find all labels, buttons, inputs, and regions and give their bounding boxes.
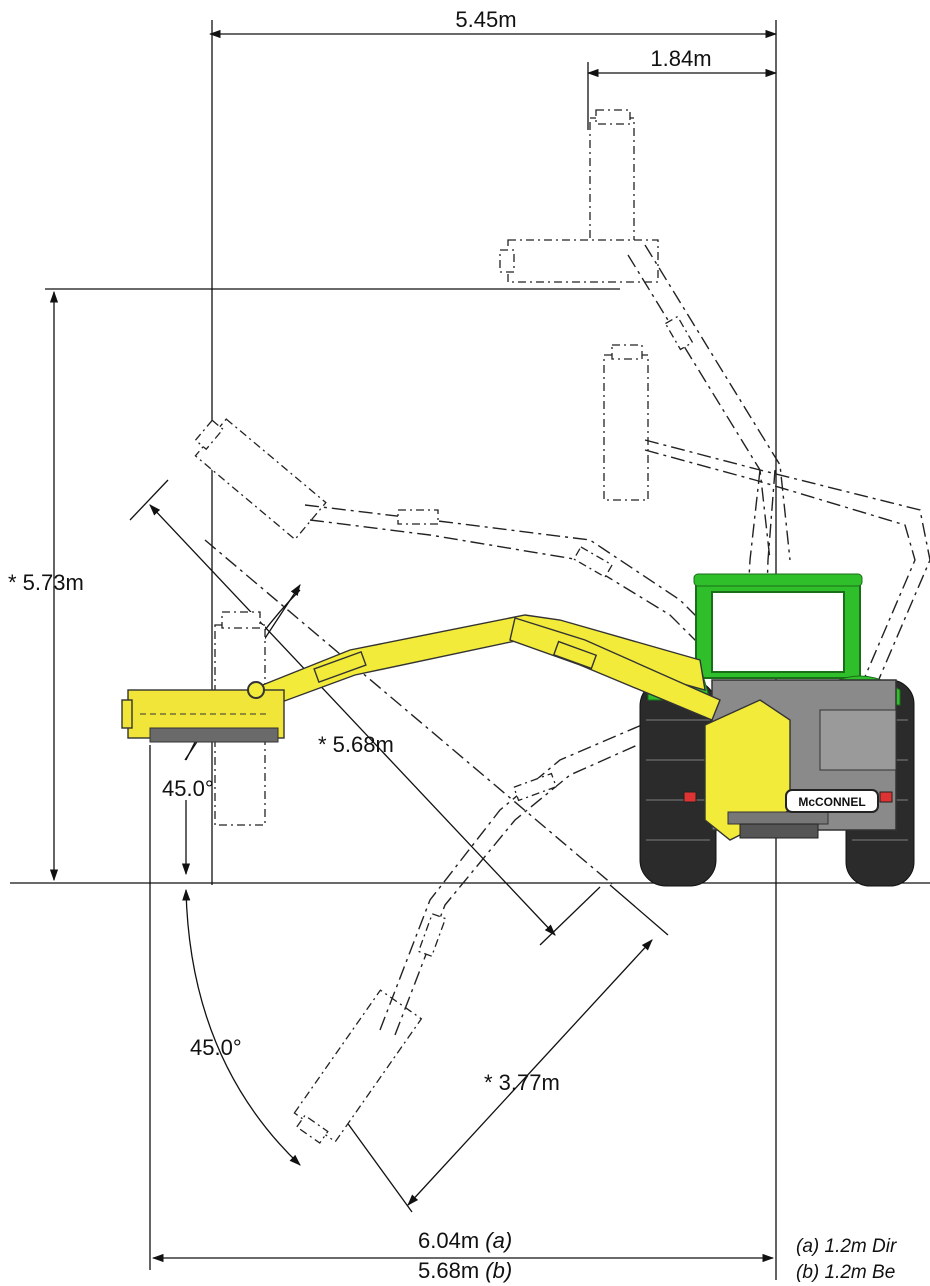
dimension-labels: 5.45m 1.84m * 5.73m * 5.68m 45.0° 45.0° …	[8, 7, 897, 1283]
yellow-arm	[121, 614, 721, 743]
brand-logo: McCONNEL	[798, 795, 865, 809]
ghost-head-upper-left	[194, 418, 721, 661]
ghost-head-bottom	[293, 699, 706, 1144]
angle-upper: 45.0°	[162, 776, 214, 801]
main-boom	[254, 614, 706, 711]
note-a: (a) 1.2m Dir	[796, 1236, 897, 1257]
dim-bottom-a: 6.04m (a)	[418, 1228, 512, 1253]
dim-bottom-b: 5.68m (b)	[418, 1258, 512, 1283]
dim-top-right: 1.84m	[650, 46, 711, 71]
ghost-arm-positions	[194, 109, 930, 1144]
dimension-lines	[10, 20, 930, 1280]
brand-plate	[785, 789, 879, 813]
dim-lower-reach: * 3.77m	[484, 1070, 560, 1095]
cab-window	[711, 591, 845, 673]
note-b: (b) 1.2m Be	[796, 1262, 895, 1283]
dim-overall-top: 5.45m	[455, 7, 516, 32]
dim-diagonal-reach: * 5.68m	[318, 732, 394, 757]
cutter-roller	[149, 727, 279, 743]
tractor: McCONNEL	[639, 573, 915, 887]
angle-lower: 45.0°	[190, 1035, 242, 1060]
dim-height: * 5.73m	[8, 570, 84, 595]
